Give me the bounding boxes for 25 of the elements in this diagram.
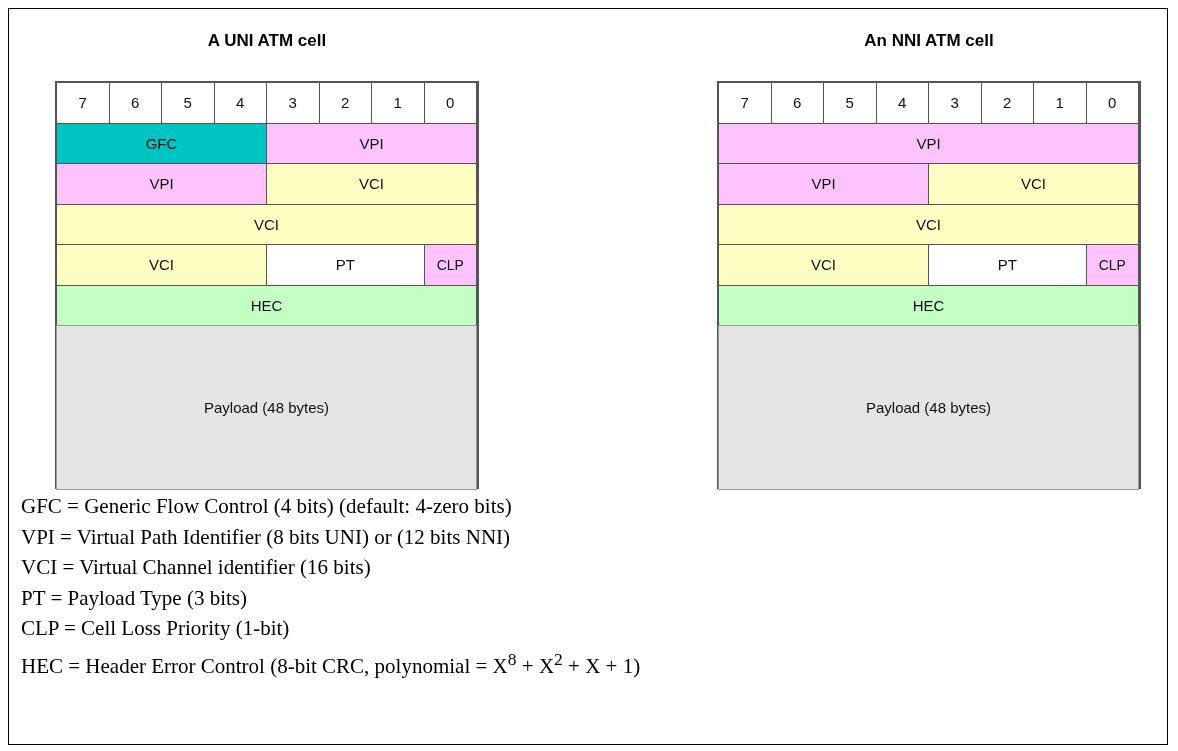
legend-note: HEC = Header Error Control (8-bit CRC, polynomial = X$^{8}$ + X$^{2}$ + X + 1): [21, 647, 641, 678]
header-field: VCI: [56, 203, 477, 245]
header-field: CLP: [1085, 244, 1139, 286]
header-field: GFC: [56, 122, 267, 164]
header-field: VPI: [56, 163, 267, 205]
header-field: VCI: [718, 203, 1139, 245]
legend-note: CLP = Cell Loss Priority (1-bit): [21, 616, 290, 640]
legend-note: GFC = Generic Flow Control (4 bits) (default: 4-zero bits): [21, 494, 512, 518]
header-field: VCI: [266, 163, 477, 205]
cell-title: An NNI ATM cell: [863, 31, 995, 51]
header-field: HEC: [718, 284, 1139, 326]
payload-field: Payload (48 bytes): [56, 325, 477, 490]
header-field: VCI: [928, 163, 1139, 205]
header-field: VPI: [266, 122, 477, 164]
header-field: HEC: [56, 284, 477, 326]
header-field: VPI: [718, 163, 929, 205]
legend-note: VPI = Virtual Path Identifier (8 bits UNI) or (12 bits NNI): [21, 524, 511, 549]
header-field: CLP: [423, 244, 477, 286]
payload-field: Payload (48 bytes): [718, 325, 1139, 490]
header-field: VPI: [718, 122, 1139, 164]
legend-note: PT = Payload Type (3 bits): [21, 585, 247, 610]
cell-title: A UNI ATM cell: [206, 31, 328, 51]
legend-note: VCI = Virtual Channel identifier (16 bits): [21, 555, 371, 579]
header-field: VCI: [718, 244, 929, 286]
header-field: VCI: [56, 244, 267, 286]
